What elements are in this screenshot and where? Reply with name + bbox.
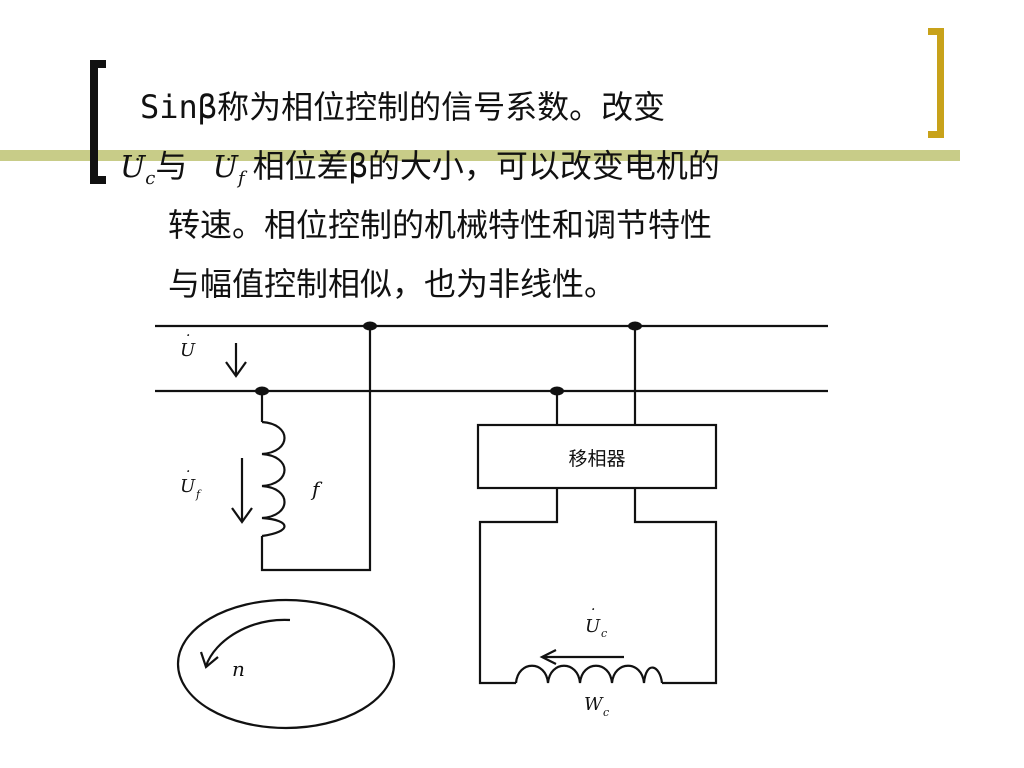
speed-label: n [232,657,245,681]
field-voltage-label: U [180,476,196,497]
text-line-1: Sinβ称为相位控制的信号系数。改变 [120,78,960,137]
field-voltage-symbol: ·Uf [212,147,245,189]
control-loop-wire [478,488,559,685]
control-voltage-label: U [585,616,601,637]
text-line-3: 转速。相位控制的机械特性和调节特性 [168,206,713,244]
phase-shifter-box [476,423,718,490]
field-winding-label: f [310,477,323,501]
junction-dot [550,386,564,396]
junction-dot [628,321,642,331]
accent-bar [0,150,960,161]
control-voltage-subscript: c [601,627,607,640]
junction-dot [363,321,377,331]
right-bracket-decoration [928,28,944,138]
left-bracket-decoration [90,60,106,184]
field-voltage-label-dot: · [186,464,190,480]
rotor-circle [176,598,396,730]
text-line-2-and: 与 [155,147,188,185]
rotation-arrow [204,618,291,667]
junction-dots [255,321,642,396]
field-voltage-subscript: f [195,488,202,501]
field-winding-coil [261,420,286,538]
control-winding-label: W [584,694,604,715]
control-winding-coil [514,664,664,684]
supply-voltage-label-dot: · [186,328,190,344]
phase-shifter-label: 移相器 [568,448,625,470]
supply-voltage-label: U [180,340,196,361]
control-voltage-symbol: ·Uc [120,147,156,189]
control-voltage-label-dot: · [591,602,595,618]
control-winding-subscript: c [603,706,609,719]
text-line-2-rest: 相位差β的大小，可以改变电机的 [252,147,720,185]
text-line-1-content: Sinβ称为相位控制的信号系数。改变 [140,88,666,126]
text-line-4: 与幅值控制相似，也为非线性。 [168,265,617,303]
field-return-wire [260,326,372,572]
junction-dot [255,386,269,396]
control-loop-wire-right [633,488,718,685]
